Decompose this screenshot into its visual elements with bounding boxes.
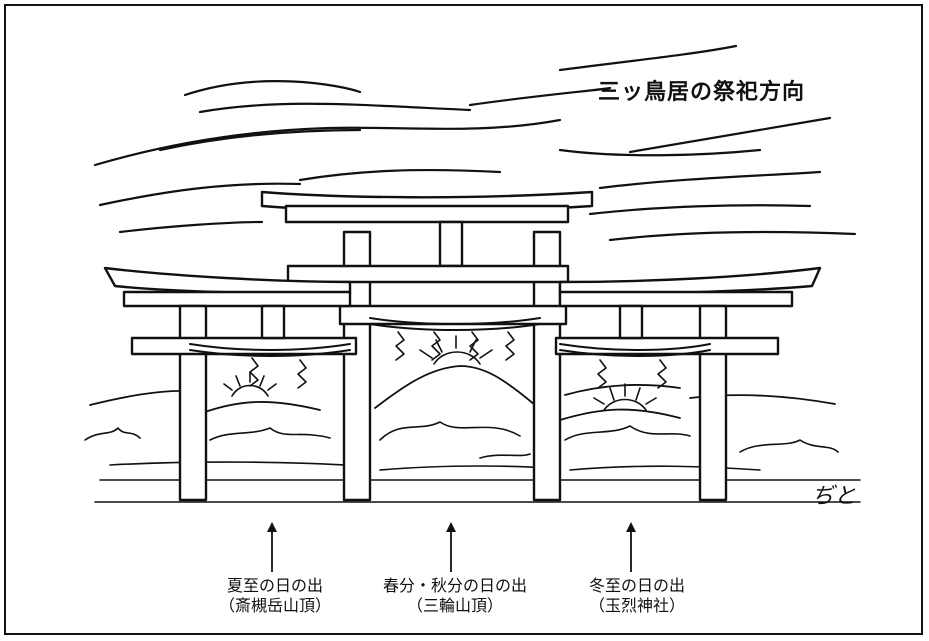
- right-torii: [554, 266, 822, 502]
- label-winter-solstice-place: （玉烈神社）: [588, 596, 685, 615]
- label-equinox-place: （三輪山頂）: [406, 596, 503, 615]
- artist-signature: ぢと: [812, 484, 857, 509]
- label-winter-solstice: 冬至の日の出 （玉烈神社）: [562, 576, 712, 616]
- label-summer-solstice-place: （斎槻岳山頂）: [218, 596, 331, 615]
- shide-paper-streamers: [249, 331, 667, 389]
- label-summer-solstice-title: 夏至の日の出: [226, 576, 323, 595]
- ground-vegetation: [84, 421, 861, 503]
- up-arrow-icon: [446, 522, 456, 572]
- up-arrow-icon: [626, 522, 636, 572]
- illustration-title: 三ッ鳥居の祭祀方向: [598, 79, 806, 105]
- label-equinox-title: 春分・秋分の日の出: [382, 576, 527, 595]
- shimenawa-ropes: [189, 317, 711, 357]
- label-equinox: 春分・秋分の日の出 （三輪山頂）: [360, 576, 550, 616]
- central-torii: [260, 190, 594, 502]
- up-arrow-icon: [267, 522, 277, 572]
- left-torii: [103, 266, 358, 502]
- label-winter-solstice-title: 冬至の日の出: [588, 576, 685, 595]
- illustration-frame: [4, 4, 923, 635]
- cloud-strokes: [93, 44, 857, 242]
- label-summer-solstice: 夏至の日の出 （斎槻岳山頂）: [200, 576, 350, 616]
